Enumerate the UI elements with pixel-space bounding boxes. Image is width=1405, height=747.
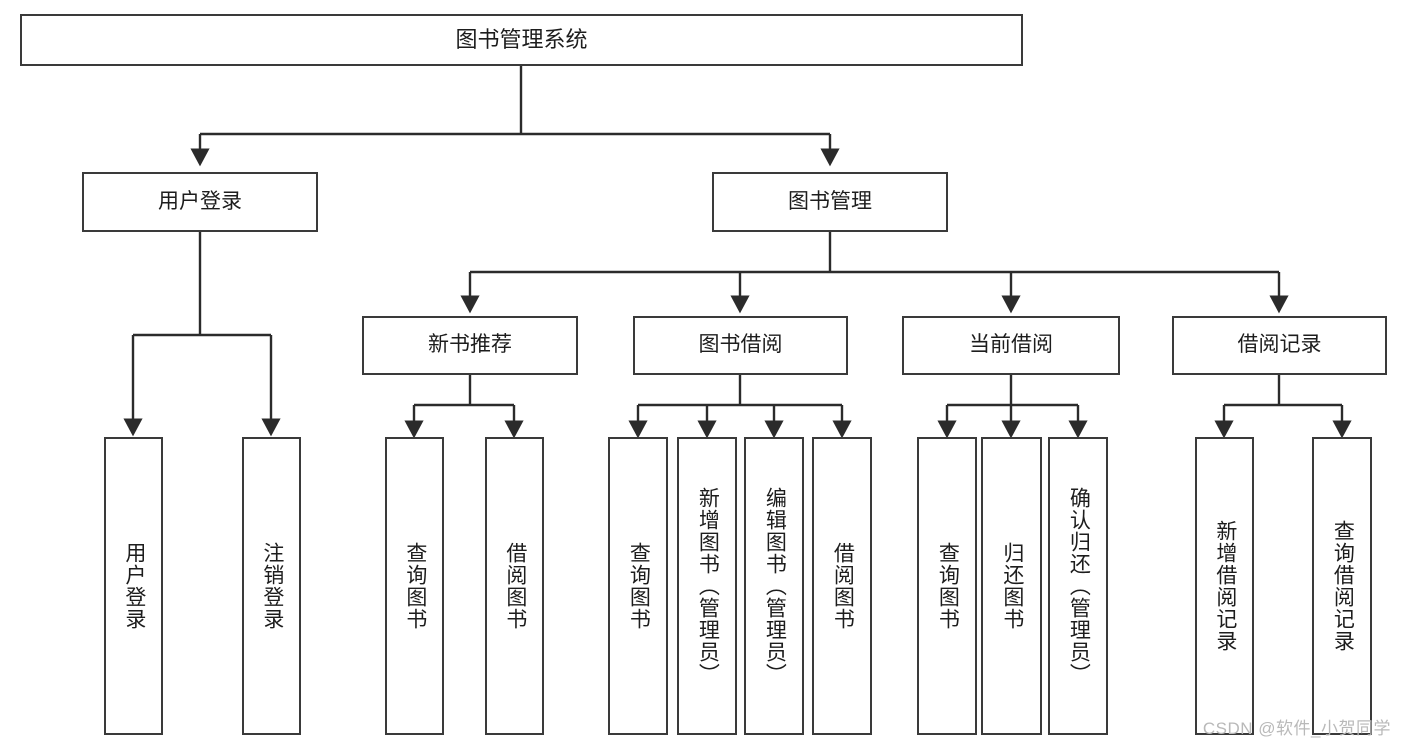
node-borrow-record[interactable]: 借阅记录 xyxy=(1172,316,1387,375)
node-label: 新增借阅记录 xyxy=(1213,520,1237,652)
node-label: 查询图书 xyxy=(936,542,960,630)
leaf-new-book-borrow[interactable]: 借阅图书 xyxy=(485,437,544,735)
node-book-borrow[interactable]: 图书借阅 xyxy=(633,316,848,375)
node-label: 用户登录 xyxy=(122,542,146,630)
leaf-book-borrow-borrow[interactable]: 借阅图书 xyxy=(812,437,872,735)
node-label: 新增图书（管理员） xyxy=(696,487,720,685)
node-label: 查询借阅记录 xyxy=(1331,520,1355,652)
node-label: 确认归还（管理员） xyxy=(1067,487,1091,685)
node-root-book-management-system[interactable]: 图书管理系统 xyxy=(20,14,1023,66)
leaf-book-borrow-query[interactable]: 查询图书 xyxy=(608,437,668,735)
node-label: 图书管理 xyxy=(788,189,872,213)
node-label: 图书管理系统 xyxy=(455,27,588,53)
node-label: 用户登录 xyxy=(158,189,242,213)
node-label: 归还图书 xyxy=(1000,542,1024,630)
leaf-user-login-login[interactable]: 用户登录 xyxy=(104,437,163,735)
node-new-book-recommend[interactable]: 新书推荐 xyxy=(362,316,578,375)
leaf-user-login-logout[interactable]: 注销登录 xyxy=(242,437,301,735)
leaf-borrow-record-add[interactable]: 新增借阅记录 xyxy=(1195,437,1254,735)
leaf-current-borrow-query[interactable]: 查询图书 xyxy=(917,437,977,735)
node-label: 注销登录 xyxy=(260,542,284,630)
leaf-book-borrow-edit[interactable]: 编辑图书（管理员） xyxy=(744,437,804,735)
node-label: 当前借阅 xyxy=(969,333,1053,357)
node-user-login[interactable]: 用户登录 xyxy=(82,172,318,232)
node-current-borrow[interactable]: 当前借阅 xyxy=(902,316,1120,375)
node-label: 借阅图书 xyxy=(503,542,527,630)
leaf-current-borrow-return[interactable]: 归还图书 xyxy=(981,437,1042,735)
leaf-borrow-record-query[interactable]: 查询借阅记录 xyxy=(1312,437,1372,735)
node-label: 图书借阅 xyxy=(698,333,783,357)
watermark-text: CSDN @软件_小贺同学 xyxy=(1202,719,1391,738)
node-label: 新书推荐 xyxy=(428,333,512,357)
leaf-new-book-query[interactable]: 查询图书 xyxy=(385,437,444,735)
leaf-current-borrow-confirm-return[interactable]: 确认归还（管理员） xyxy=(1048,437,1108,735)
node-label: 借阅记录 xyxy=(1237,333,1322,357)
node-label: 借阅图书 xyxy=(831,542,855,630)
node-label: 查询图书 xyxy=(403,542,427,630)
node-book-management[interactable]: 图书管理 xyxy=(712,172,948,232)
leaf-book-borrow-add[interactable]: 新增图书（管理员） xyxy=(677,437,737,735)
node-label: 编辑图书（管理员） xyxy=(763,487,787,685)
node-label: 查询图书 xyxy=(627,542,651,630)
